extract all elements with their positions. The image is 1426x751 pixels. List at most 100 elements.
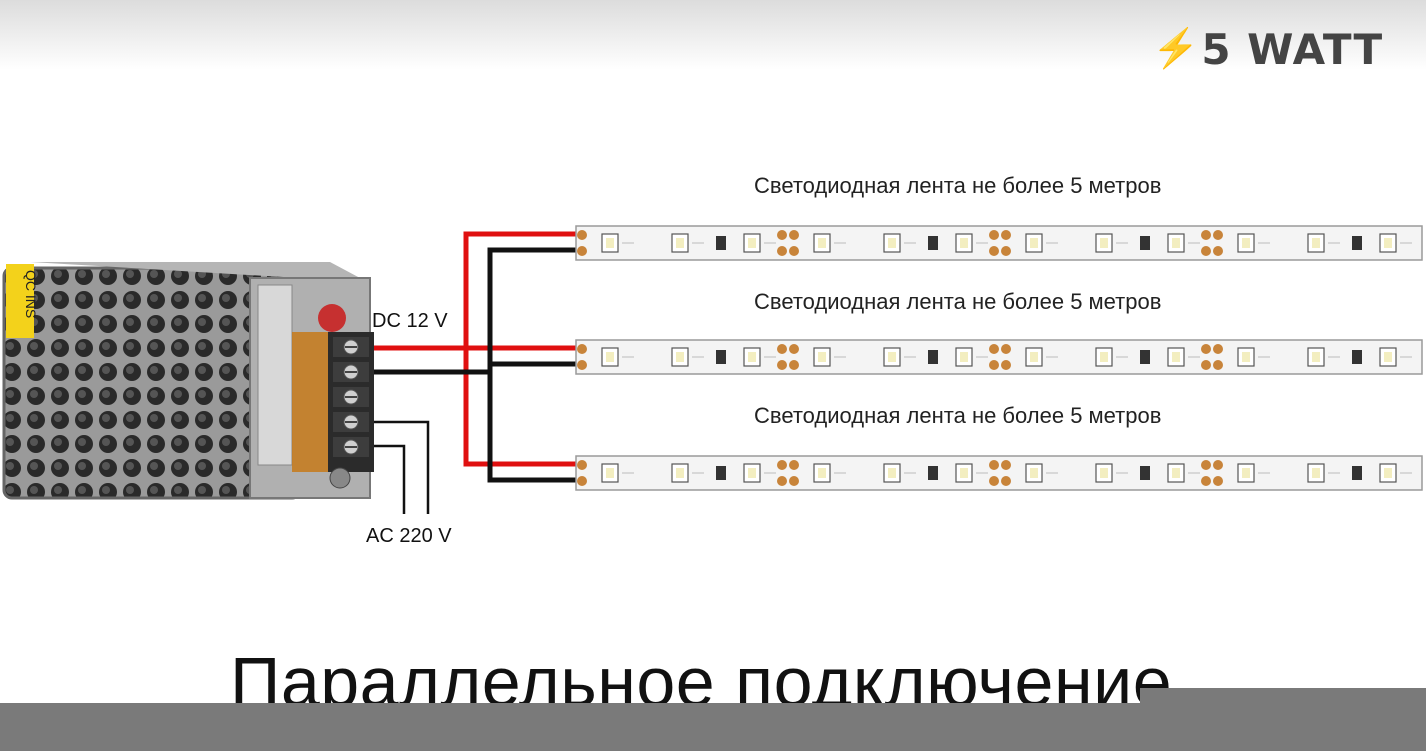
led-strip-1 [575,225,1423,261]
strip-caption-1: Светодиодная лента не более 5 метров [754,173,1162,198]
positive-wire-strip-1 [374,231,578,351]
led-phosphor [1312,352,1320,362]
brand-logo: ⚡ 5 WATT [1152,22,1383,76]
solder-pad [789,230,799,240]
smd-resistor [928,466,938,480]
solder-pad [1213,360,1223,370]
solder-pad [1001,360,1011,370]
smd-resistor [1140,466,1150,480]
smd-resistor [1140,236,1150,250]
led-phosphor [606,468,614,478]
led-phosphor [888,238,896,248]
led-phosphor [1242,468,1250,478]
ac-voltage-label: AC 220 V [366,525,452,547]
solder-pad [777,230,787,240]
led-phosphor [1242,352,1250,362]
solder-pad [789,460,799,470]
logo-text: 5 WATT [1201,24,1384,74]
solder-pad [1213,460,1223,470]
led-phosphor [818,352,826,362]
smd-resistor [1352,236,1362,250]
smd-resistor [928,236,938,250]
solder-pad [789,360,799,370]
led-phosphor [1172,352,1180,362]
solder-pad [1213,230,1223,240]
strip-caption-2: Светодиодная лента не более 5 метров [754,289,1162,314]
bottom-bar [0,703,1426,751]
led-phosphor [1312,238,1320,248]
solder-pad [1001,344,1011,354]
led-phosphor [960,468,968,478]
solder-pad [577,246,587,256]
solder-pad [577,476,587,486]
smd-resistor [716,350,726,364]
solder-pad [989,230,999,240]
ac-wire-n [374,444,406,514]
solder-pad [577,460,587,470]
solder-pad [989,460,999,470]
solder-pad [989,360,999,370]
solder-pad [1201,360,1211,370]
solder-pad [989,476,999,486]
strip-caption-3: Светодиодная лента не более 5 метров [754,403,1162,428]
solder-pad [777,460,787,470]
solder-pad [1001,460,1011,470]
led-phosphor [960,352,968,362]
smd-resistor [1352,350,1362,364]
solder-pad [777,246,787,256]
solder-pad [989,246,999,256]
solder-pad [777,360,787,370]
terminal-marking-plate [257,284,293,466]
solder-pad [577,360,587,370]
ground-screw [329,467,351,489]
led-phosphor [1100,238,1108,248]
solder-pad [777,476,787,486]
bottom-bar-notch [1140,688,1426,704]
solder-pad [1001,246,1011,256]
solder-pad [777,344,787,354]
led-phosphor [1384,468,1392,478]
smd-resistor [1352,466,1362,480]
led-phosphor [748,238,756,248]
solder-pad [989,344,999,354]
smd-resistor [716,236,726,250]
led-phosphor [1172,238,1180,248]
led-phosphor [888,352,896,362]
wires [374,231,578,514]
solder-pad [789,246,799,256]
solder-pad [1001,476,1011,486]
led-phosphor [1100,468,1108,478]
led-phosphor [1312,468,1320,478]
led-phosphor [1242,238,1250,248]
qc-sticker [6,264,34,338]
led-phosphor [748,352,756,362]
power-supply: QC INS [2,262,374,500]
led-phosphor [676,238,684,248]
qc-sticker-text: QC INS [23,270,39,318]
solder-pad [789,476,799,486]
solder-pad [1213,246,1223,256]
led-phosphor [748,468,756,478]
dc-voltage-label: DC 12 V [372,310,448,332]
ac-wire-l [374,420,430,514]
led-strips [575,225,1423,491]
solder-pad [1201,230,1211,240]
psu-top-edge [30,262,360,278]
smd-resistor [716,466,726,480]
smd-resistor [1140,350,1150,364]
solder-pad [1201,460,1211,470]
solder-pad [577,230,587,240]
solder-pad [1213,476,1223,486]
led-phosphor [960,238,968,248]
led-phosphor [1384,352,1392,362]
solder-pad [577,344,587,354]
led-phosphor [888,468,896,478]
solder-pad [1001,230,1011,240]
led-phosphor [606,238,614,248]
led-phosphor [1384,238,1392,248]
solder-pad [789,344,799,354]
adjust-potentiometer [318,304,346,332]
led-phosphor [818,468,826,478]
led-strip-3 [575,455,1423,491]
